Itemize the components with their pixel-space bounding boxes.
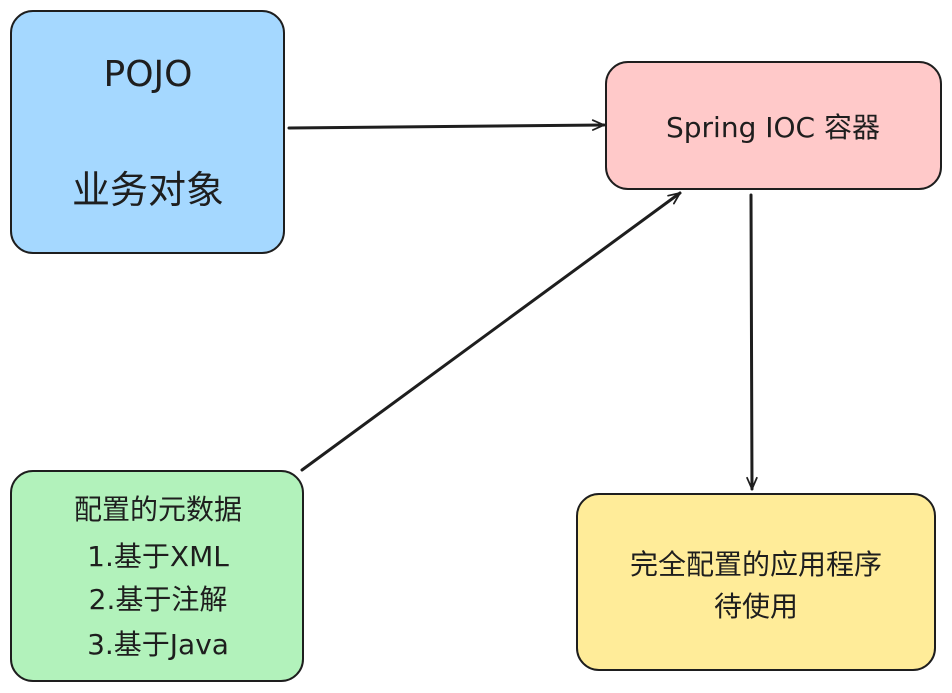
- pojo-subtitle: 业务对象: [72, 168, 224, 212]
- arrow-pojo-to-ioc: [287, 119, 606, 131]
- config-line-2: 1.基于XML: [87, 540, 229, 573]
- ready-application-node: 完全配置的应用程序 待使用: [576, 493, 936, 671]
- arrow-ioc-to-app: [746, 193, 758, 491]
- pojo-title: POJO: [104, 54, 193, 95]
- app-line-1: 完全配置的应用程序: [630, 548, 882, 581]
- ioc-container-node: Spring IOC 容器: [605, 61, 942, 190]
- config-box: [10, 470, 304, 682]
- ioc-box: [605, 61, 942, 190]
- pojo-node: POJO 业务对象: [10, 10, 285, 254]
- config-line-4: 3.基于Java: [87, 628, 229, 661]
- app-box: [576, 493, 936, 671]
- arrow-config-to-ioc: [300, 191, 682, 472]
- pojo-box: [10, 10, 285, 254]
- app-line-2: 待使用: [714, 590, 798, 623]
- ioc-label: Spring IOC 容器: [666, 111, 880, 144]
- config-line-3: 2.基于注解: [89, 583, 228, 616]
- config-metadata-node: 配置的元数据 1.基于XML 2.基于注解 3.基于Java: [10, 470, 304, 682]
- config-line-1: 配置的元数据: [74, 493, 242, 526]
